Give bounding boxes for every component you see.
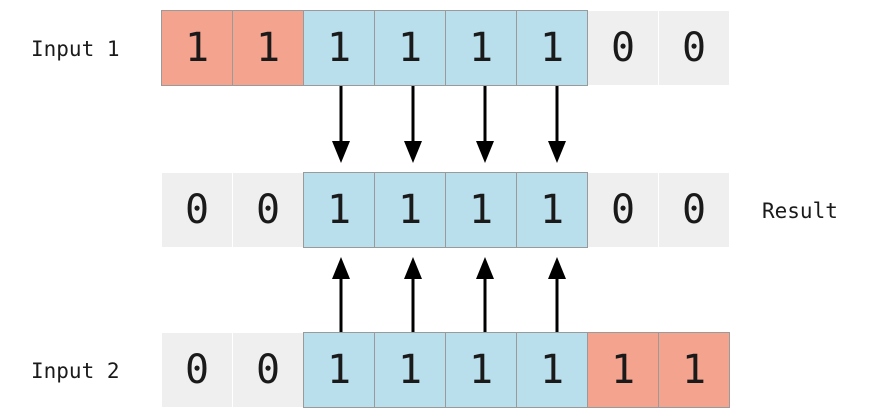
bit-cell-input2-5: 1 [516,332,588,408]
bit-cell-input2-3: 1 [374,332,446,408]
bit-cell-input1-7: 0 [658,10,730,86]
bit-cell-input2-0: 0 [161,332,233,408]
row-label-input2: Input 2 [31,359,120,383]
row-label-result: Result [762,199,838,223]
bit-cell-result-3: 1 [374,172,446,248]
flow-arrow-up-2 [332,257,350,332]
flow-arrow-up-5 [548,257,566,332]
bit-cell-result-2: 1 [303,172,375,248]
row-label-input1: Input 1 [31,37,120,61]
bit-cell-input1-6: 0 [587,10,659,86]
bit-cell-input1-2: 1 [303,10,375,86]
bit-cell-input2-1: 0 [232,332,304,408]
flow-arrow-down-3 [404,86,422,163]
bit-cell-input2-4: 1 [445,332,517,408]
bit-cell-input2-2: 1 [303,332,375,408]
bit-cell-result-4: 1 [445,172,517,248]
flow-arrow-down-5 [548,86,566,163]
bit-cell-input1-0: 1 [161,10,233,86]
bit-cell-input1-1: 1 [232,10,304,86]
bit-cell-result-6: 0 [587,172,659,248]
flow-arrow-down-2 [332,86,350,163]
bit-cell-result-1: 0 [232,172,304,248]
flow-arrow-up-4 [476,257,494,332]
flow-arrow-up-3 [404,257,422,332]
bit-cell-result-0: 0 [161,172,233,248]
bit-cell-result-7: 0 [658,172,730,248]
flow-arrow-down-4 [476,86,494,163]
bit-cell-input1-3: 1 [374,10,446,86]
bit-cell-input2-6: 1 [587,332,659,408]
bit-cell-input1-4: 1 [445,10,517,86]
bit-cell-input2-7: 1 [658,332,730,408]
bit-cell-result-5: 1 [516,172,588,248]
bit-cell-input1-5: 1 [516,10,588,86]
